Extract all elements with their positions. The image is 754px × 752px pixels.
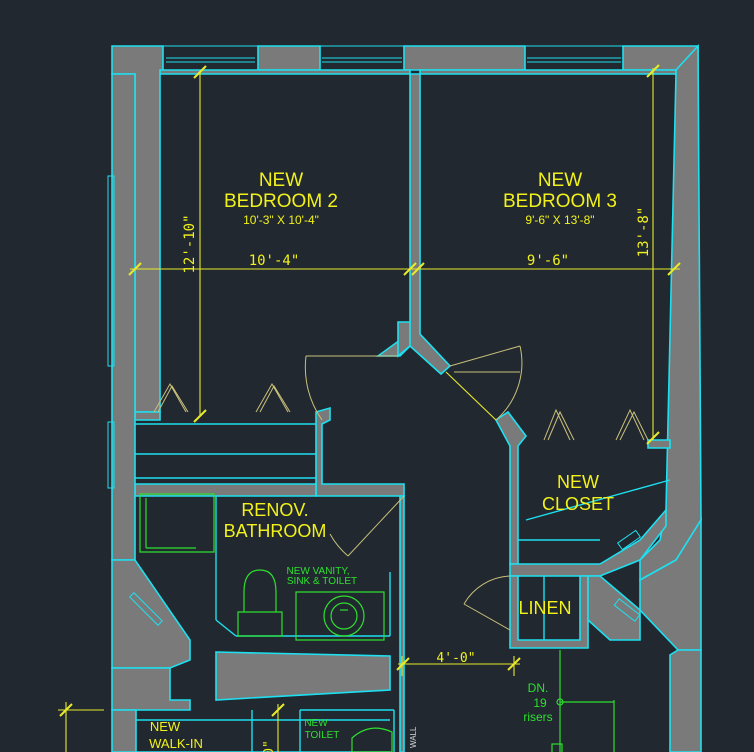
- dim-lower-partial: 0": [262, 740, 277, 752]
- walkin-label-1: NEW: [150, 719, 181, 734]
- stair-note-1: DN.: [528, 681, 549, 695]
- window-top-3: [524, 45, 624, 71]
- closet-bifold-3: [543, 408, 575, 441]
- wall-top-band: [257, 45, 321, 71]
- door-linen-swing: [463, 575, 511, 631]
- closet-bifold-2: [255, 382, 291, 413]
- wall-linen: [509, 575, 589, 649]
- wall-closet-bottom: [509, 507, 667, 577]
- dimension-lines: [58, 64, 681, 752]
- window-right-angled: [616, 529, 642, 551]
- bedroom3-label-1: NEW: [538, 170, 582, 191]
- sink-icon: [323, 595, 365, 637]
- windows: [107, 45, 642, 626]
- wall-right: [639, 43, 702, 582]
- closet-bifold-4: [615, 408, 649, 441]
- wall-lower-mid: [399, 495, 405, 752]
- window-left-angled: [129, 592, 163, 626]
- wall-linen-right: [587, 575, 641, 641]
- stair-note-2: 19: [533, 696, 547, 710]
- wall-lower-vert: [111, 709, 137, 752]
- bedroom3-size: 9'-6" X 13'-8": [525, 213, 594, 227]
- wall-partition-stub: [397, 321, 411, 358]
- toilet-note-2: TOILET: [305, 730, 340, 741]
- wall-partition-center: [375, 73, 452, 376]
- wall-note: WALL: [409, 726, 418, 748]
- dim-bed3-width: 9'-6": [527, 253, 569, 269]
- window-top-1: [162, 45, 259, 71]
- wall-bed2-bottom: [134, 411, 161, 421]
- window-left-2: [107, 421, 115, 489]
- dim-bed3-diag: [445, 371, 497, 421]
- stair-note-3: risers: [523, 710, 552, 724]
- wall-left-angled: [111, 559, 191, 669]
- door-bed2-swing: [304, 355, 398, 421]
- wall-bath-door-post: [315, 406, 405, 497]
- dim-bed2-depth: 12'-10": [182, 214, 198, 273]
- wall-top-band2: [403, 45, 526, 71]
- toilet-lower-icon: [351, 727, 393, 752]
- door-bed3-swing: [449, 345, 523, 421]
- doors: [153, 345, 649, 631]
- toilet-icon: [237, 569, 283, 637]
- walkin-label-2: WALK-IN: [149, 736, 203, 751]
- dim-hall-width: 4'-0": [436, 651, 475, 666]
- stair-icon: [559, 650, 615, 752]
- closet-label-1: NEW: [557, 472, 599, 492]
- wall-lower-left: [111, 667, 191, 711]
- vanity-icon: [295, 591, 385, 641]
- tub-icon: [139, 493, 215, 553]
- wall-lower-block: [215, 651, 391, 701]
- bedroom2-size: 10'-3" X 10'-4": [243, 213, 319, 227]
- door-bath-swing: [329, 495, 405, 557]
- wall-left-exterior: [111, 73, 136, 561]
- bedroom2-label-1: NEW: [259, 170, 303, 191]
- fixtures: [139, 493, 615, 752]
- window-top-2: [319, 45, 405, 71]
- dim-bed3-depth: 13'-8": [636, 207, 652, 258]
- window-right-angled-2: [613, 598, 641, 622]
- closet-label-2: CLOSET: [542, 494, 614, 514]
- window-left-1: [107, 175, 115, 367]
- vanity-note-2: SINK & TOILET: [287, 576, 357, 587]
- wall-right-bottom: [669, 649, 702, 752]
- wall-closet-left: [494, 410, 528, 565]
- closet-bifold-1: [153, 382, 189, 413]
- bathroom-label-2: BATHROOM: [224, 521, 327, 541]
- toilet-note-1: NEW: [304, 718, 328, 729]
- wall-closet-right: [647, 439, 671, 449]
- bedroom3-label-2: BEDROOM 3: [503, 191, 617, 212]
- dim-bed2-width: 10'-4": [249, 253, 300, 269]
- bedroom2-label-2: BEDROOM 2: [224, 191, 338, 212]
- linen-label: LINEN: [518, 598, 571, 618]
- vanity-note-1: NEW VANITY,: [287, 566, 350, 577]
- labels: NEW BEDROOM 2 10'-3" X 10'-4" NEW BEDROO…: [149, 170, 652, 752]
- bathroom-label-1: RENOV.: [241, 500, 308, 520]
- interior-lines: [135, 423, 671, 752]
